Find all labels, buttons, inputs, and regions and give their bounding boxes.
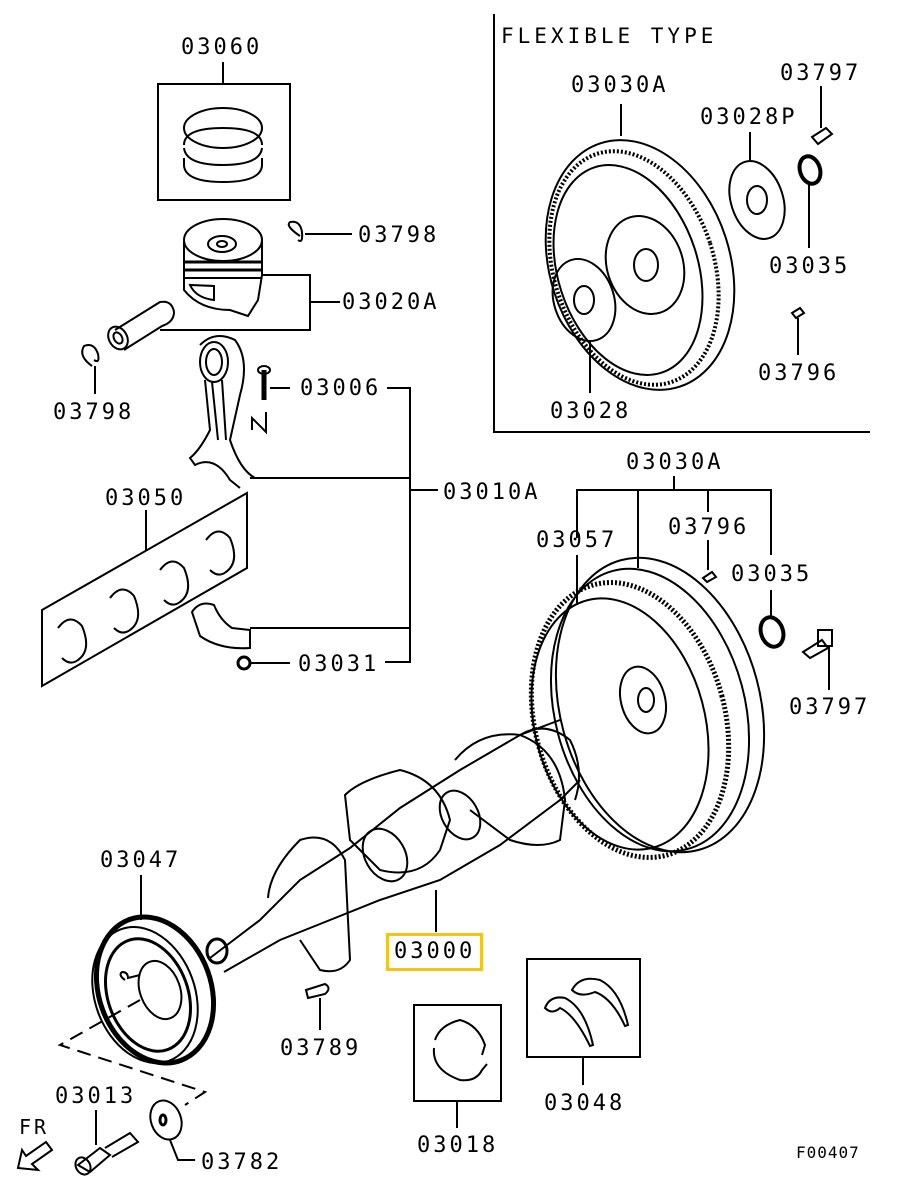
part-label-03047[interactable]: 03047 <box>100 848 182 873</box>
part-label-03030a-flex[interactable]: 03030A <box>571 73 669 98</box>
pulley-washer-drawing <box>145 1096 195 1160</box>
part-label-03020a[interactable]: 03020A <box>342 290 440 315</box>
part-label-03798-top[interactable]: 03798 <box>358 223 440 248</box>
part-label-03028[interactable]: 03028 <box>550 399 632 424</box>
damper-pulley-drawing <box>60 875 233 1105</box>
part-label-03006[interactable]: 03006 <box>300 376 382 401</box>
main-bearing-drawing <box>414 1005 501 1128</box>
part-label-03057[interactable]: 03057 <box>536 528 618 553</box>
part-label-03030a[interactable]: 03030A <box>626 450 724 475</box>
part-label-03035-flex[interactable]: 03035 <box>769 254 851 279</box>
part-label-03035[interactable]: 03035 <box>731 562 813 587</box>
conrod-bearing-set-drawing <box>42 493 247 686</box>
part-label-03789[interactable]: 03789 <box>280 1036 362 1061</box>
flexible-type-inset <box>494 14 870 432</box>
part-label-03796[interactable]: 03796 <box>668 515 750 540</box>
part-label-03018[interactable]: 03018 <box>417 1133 499 1158</box>
part-label-03797-flex[interactable]: 03797 <box>780 61 862 86</box>
piston-pin-clip-left-drawing <box>82 345 98 394</box>
piston-drawing <box>160 219 340 330</box>
thrust-washer-drawing <box>527 959 640 1085</box>
conrod-cap-drawing <box>192 604 410 669</box>
part-label-03028p[interactable]: 03028P <box>700 105 798 130</box>
inset-title: FLEXIBLE TYPE <box>501 24 718 48</box>
part-label-03798-left[interactable]: 03798 <box>53 400 135 425</box>
front-direction-label: FR <box>19 1115 50 1139</box>
piston-pin-drawing <box>104 302 174 353</box>
part-label-03782[interactable]: 03782 <box>201 1150 283 1175</box>
part-label-03000-highlighted[interactable]: 03000 <box>385 933 484 971</box>
crankshaft-drawing <box>207 720 580 972</box>
part-label-03796-flex[interactable]: 03796 <box>758 361 840 386</box>
front-arrow-icon <box>18 1142 52 1170</box>
crank-key-drawing <box>306 984 329 1030</box>
part-label-03013[interactable]: 03013 <box>55 1084 137 1109</box>
connecting-rod-drawing <box>190 336 438 662</box>
part-label-03048[interactable]: 03048 <box>544 1091 626 1116</box>
piston-ring-set-drawing <box>158 62 290 200</box>
piston-pin-clip-top-drawing <box>289 222 352 241</box>
figure-number: F00407 <box>796 1143 860 1162</box>
part-label-03050[interactable]: 03050 <box>105 486 187 511</box>
pulley-bolt-drawing <box>72 1110 138 1177</box>
part-label-03060[interactable]: 03060 <box>181 35 263 60</box>
part-label-03010a[interactable]: 03010A <box>443 480 541 505</box>
part-label-03031[interactable]: 03031 <box>298 652 380 677</box>
part-label-03797[interactable]: 03797 <box>789 695 871 720</box>
